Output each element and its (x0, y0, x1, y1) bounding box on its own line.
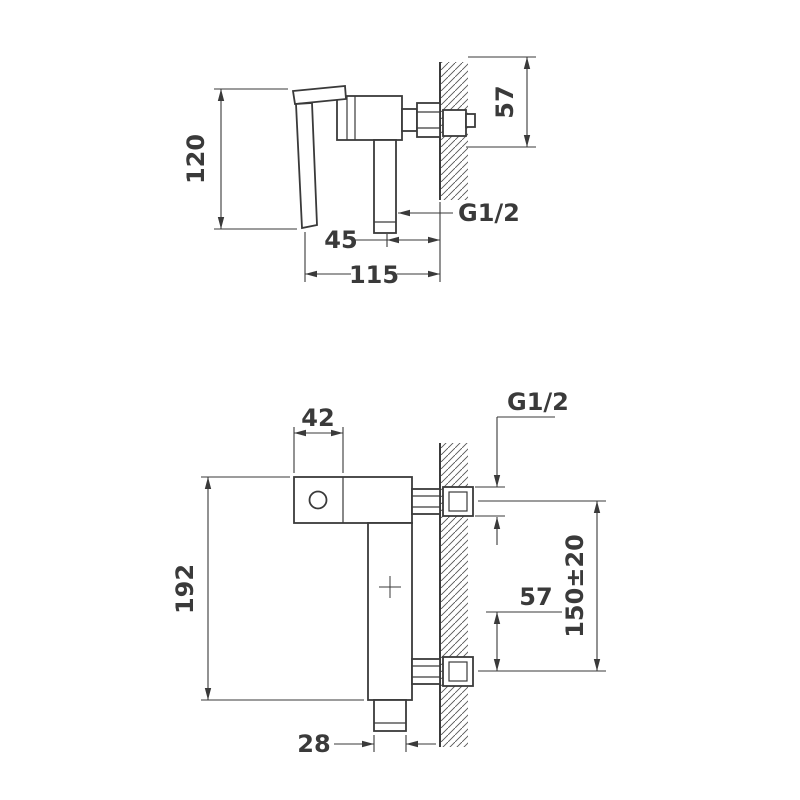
dim-42-label: 42 (301, 404, 334, 432)
dim-inlet-to-outlet: 57 (486, 583, 562, 671)
dim-outlet-to-wall: 45 (324, 226, 440, 254)
dim-120-label: 120 (182, 134, 210, 184)
label-inlet-thread: G1/2 (475, 388, 569, 545)
mixer-front (293, 476, 474, 732)
dim-192-label: 192 (171, 564, 199, 614)
dim-57-front-label: 57 (519, 583, 552, 611)
dim-inlet-spacing: 150±20 (478, 500, 606, 672)
top-inlet-front (411, 486, 474, 517)
dim-handle-height: 120 (182, 88, 297, 230)
dim-outlet-width: 28 (297, 730, 436, 758)
dim-57-side-label: 57 (491, 85, 519, 118)
outlet-stub-front (373, 699, 407, 732)
g12-side-label: G1/2 (458, 199, 520, 227)
dim-150-label: 150±20 (561, 534, 589, 638)
wall-fitting-stub-side (465, 113, 476, 128)
bottom-inlet-front (411, 656, 474, 687)
lever-blade-side (295, 102, 318, 230)
lever-cap-side (291, 85, 347, 105)
mixer-side (291, 85, 476, 234)
dim-body-height: 192 (171, 476, 364, 701)
lever-axis-front (308, 490, 328, 510)
outlet-spout-side (373, 139, 397, 234)
front-view: 42 G1/2 192 150±20 57 (171, 388, 606, 758)
side-view: 120 57 G1/2 45 115 (182, 56, 536, 289)
mixer-column-front (367, 522, 413, 701)
dim-projection: 115 (304, 202, 441, 289)
mixer-body-side (336, 95, 403, 141)
dim-28-label: 28 (297, 730, 330, 758)
dim-115-label: 115 (349, 261, 399, 289)
wall-fitting-side (442, 109, 467, 137)
dim-handle-width: 42 (293, 404, 344, 473)
inlet-pipe-side (401, 108, 418, 132)
g12-front-label: G1/2 (507, 388, 569, 416)
dim-45-label: 45 (324, 226, 357, 254)
inlet-nut-side (416, 102, 441, 138)
dim-wall-offset: 57 (466, 56, 536, 148)
label-outlet-thread: G1/2 (398, 199, 520, 227)
